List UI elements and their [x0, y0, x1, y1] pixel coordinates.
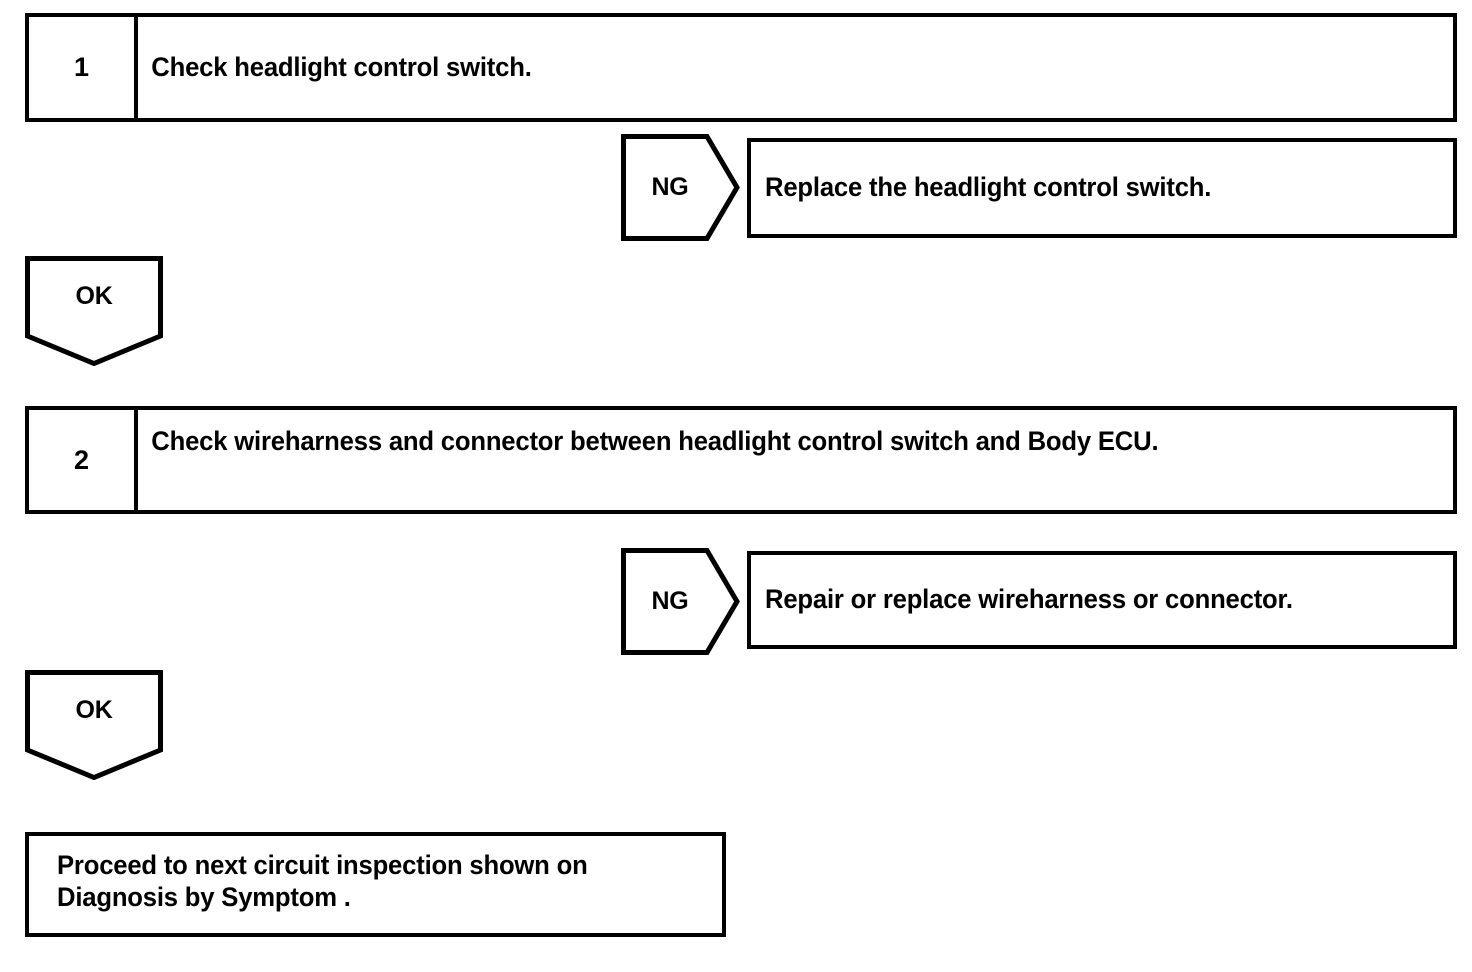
final-action-text: Proceed to next circuit inspection shown… [57, 850, 588, 912]
ok-pentagon-shape [25, 256, 163, 366]
ng-result-box-1: Replace the headlight control switch. [747, 138, 1457, 238]
ng-pentagon-shape [621, 548, 740, 655]
step-2-number: 2 [29, 410, 138, 510]
ng-result-box-2: Repair or replace wireharness or connect… [747, 551, 1457, 649]
ng-result-1-text: Replace the headlight control switch. [765, 172, 1212, 203]
step-1-row: 1 Check headlight control switch. [25, 13, 1457, 122]
ok-tag-2: OK [25, 670, 163, 780]
ng-pentagon-shape [621, 134, 740, 241]
ok-tag-2-label: OK [75, 695, 113, 724]
step-2-text: Check wireharness and connector between … [151, 426, 1159, 456]
step-1-number: 1 [29, 17, 138, 118]
step-2-row: 2 Check wireharness and connector betwee… [25, 406, 1457, 514]
ng-tag-1: NG [621, 134, 740, 241]
final-action-box: Proceed to next circuit inspection shown… [25, 832, 726, 937]
ok-tag-1-label: OK [75, 281, 113, 310]
ok-tag-1: OK [25, 256, 163, 366]
ng-tag-2: NG [621, 548, 740, 655]
ok-pentagon-shape [25, 670, 163, 780]
ng-tag-2-label: NG [651, 587, 689, 615]
ng-tag-1-label: NG [651, 173, 689, 201]
ng-result-2-text: Repair or replace wireharness or connect… [765, 584, 1293, 615]
step-1-text: Check headlight control switch. [151, 51, 532, 82]
